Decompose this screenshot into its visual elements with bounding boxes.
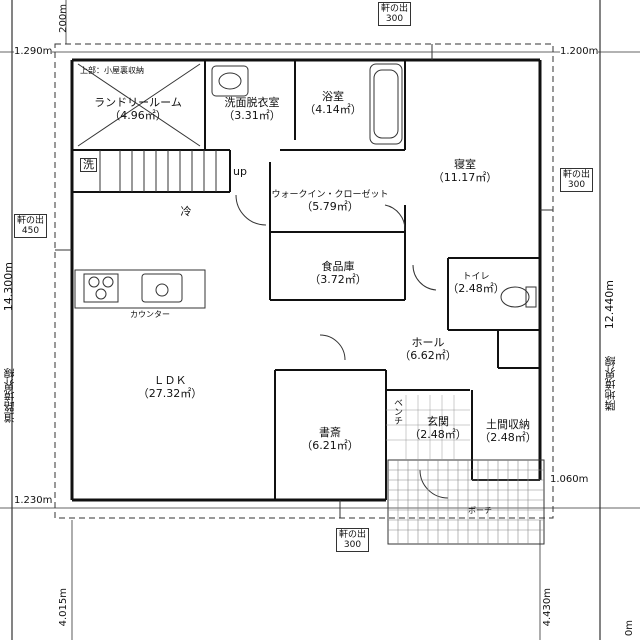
dim-bottom-left: 1.230m	[14, 495, 53, 506]
room-ldk-area: （27.32㎡）	[137, 387, 203, 400]
dim-corner-fragment: 0m	[624, 620, 635, 637]
room-entrance-name: 玄関	[427, 415, 449, 428]
toilet-bowl	[500, 286, 530, 308]
dim-bottom-left-vertical: 4.015m	[58, 588, 69, 627]
eave-markers	[55, 44, 553, 518]
door-swings	[235, 194, 449, 499]
room-porch: ポーチ	[468, 506, 492, 515]
left-boundary-label: 道路境界線	[3, 368, 16, 423]
room-toilet-name: トイレ	[462, 272, 490, 282]
room-study-name: 書斎	[319, 426, 341, 439]
porch-tiles	[387, 459, 545, 545]
room-washroom-name: 洗面脱衣室	[224, 96, 280, 109]
dim-right-vertical: 12.440m	[603, 280, 616, 330]
laundry-void-cross	[77, 63, 201, 147]
staircase	[99, 150, 217, 192]
dim-bottom-right: 1.060m	[550, 474, 589, 485]
exterior-walls	[70, 58, 542, 502]
room-laundry-name: ランドリールーム	[94, 96, 182, 109]
laundry-note: 上部：小屋裏収納	[80, 66, 144, 75]
bathtub	[369, 63, 403, 145]
room-study-area: （6.21㎡）	[301, 439, 359, 452]
dim-top-margin: 200m	[58, 4, 69, 33]
bench-label: ベンチ	[392, 398, 402, 425]
room-shoe-storage: 土間収納 （2.48㎡）	[479, 418, 537, 444]
room-bedroom-area: （11.17㎡）	[432, 171, 498, 184]
room-entrance: 玄関 （2.48㎡）	[409, 415, 467, 441]
room-entrance-area: （2.48㎡）	[409, 428, 467, 441]
room-wic-area: （5.79㎡）	[301, 200, 359, 213]
washbasin	[211, 65, 249, 97]
room-bath-name: 浴室	[322, 90, 344, 103]
room-hall: ホール （6.62㎡）	[399, 336, 457, 362]
room-pantry-area: （3.72㎡）	[309, 273, 367, 286]
kitchen-sink	[141, 273, 183, 303]
fridge-label: 冷	[180, 205, 192, 218]
room-bath: 浴室 （4.14㎡）	[304, 90, 362, 116]
room-wic: ウォークイン・クローゼット （5.79㎡）	[271, 190, 388, 212]
room-toilet-area: （2.48㎡）	[447, 282, 505, 295]
room-study: 書斎 （6.21㎡）	[301, 426, 359, 452]
room-bath-area: （4.14㎡）	[304, 103, 362, 116]
right-boundary-label: 隣地境界線	[604, 356, 617, 411]
roof-outline	[54, 43, 554, 519]
dim-left-vertical: 14.300m	[2, 262, 15, 312]
dim-top-left: 1.290m	[14, 46, 53, 57]
room-shoe-storage-name: 土間収納	[486, 418, 530, 431]
room-washroom: 洗面脱衣室 （3.31㎡）	[223, 96, 281, 122]
room-pantry: 食品庫 （3.72㎡）	[309, 260, 367, 286]
room-laundry: ランドリールーム （4.96㎡）	[94, 96, 182, 122]
room-ldk-name: ＬＤＫ	[153, 374, 187, 387]
room-hall-name: ホール	[411, 336, 445, 349]
room-bedroom-name: 寝室	[454, 158, 476, 171]
room-wic-name: ウォークイン・クローゼット	[271, 190, 389, 200]
dim-top-right: 1.200m	[560, 46, 599, 57]
room-toilet: トイレ （2.48㎡）	[447, 272, 505, 294]
room-washroom-area: （3.31㎡）	[223, 109, 281, 122]
room-pantry-name: 食品庫	[321, 260, 355, 273]
dim-bottom-right-vertical: 4.430m	[542, 588, 553, 627]
room-bedroom: 寝室 （11.17㎡）	[433, 158, 498, 184]
counter-label: カウンター	[130, 310, 170, 319]
wash-machine-label: 洗	[80, 158, 97, 172]
room-ldk: ＬＤＫ （27.32㎡）	[138, 374, 203, 400]
entrance-tiles	[386, 395, 470, 460]
room-hall-area: （6.62㎡）	[399, 349, 457, 362]
kitchen-counter	[74, 269, 206, 309]
room-shoe-storage-area: （2.48㎡）	[479, 431, 537, 444]
stair-up-label: up	[233, 165, 247, 178]
room-laundry-area: （4.96㎡）	[109, 109, 167, 122]
